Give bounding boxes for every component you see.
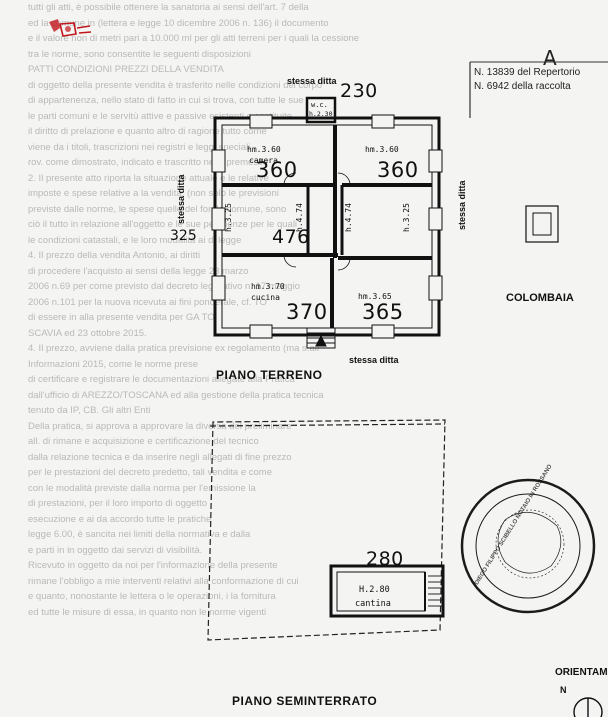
wc-label: w.c. [311, 101, 328, 109]
ground-floor-doors [283, 172, 351, 271]
background-text-line: PATTI CONDIZIONI PREZZI DELLA VENDITA [28, 64, 224, 75]
background-text-line: dalla relazione tecnica e da inserire ne… [28, 451, 292, 463]
ground-floor-windows [211, 114, 443, 339]
room-5-name: cucina [251, 293, 280, 302]
background-text-line: ed tutte le misure di essa, in quanto no… [28, 606, 267, 618]
neighbor-bottom-label: stessa ditta [349, 355, 399, 365]
background-text-line: con le modalità previste dalla norma per… [28, 482, 256, 494]
background-text-line: di certificare e registrare le documenta… [28, 374, 295, 385]
handwritten-basement-height: 280 [366, 548, 404, 570]
colombaia-label: COLOMBAIA [506, 292, 574, 304]
handwritten-left-height: 325 [170, 228, 197, 244]
background-text-line: 4. Il prezzo, avviene dalla pratica prev… [28, 343, 319, 354]
background-text-line: 2006 n.101 per la nuova ricevuta ai fini… [28, 296, 267, 308]
background-text-line: di essere in alla presente vendita per G… [28, 312, 215, 323]
room-1-height: hm.3.60 [247, 145, 281, 154]
handwritten-room-5: 370 [286, 300, 328, 324]
background-text-line: legge 6.00, è sancita nei limiti della n… [28, 529, 251, 540]
background-text-line: il diritto di prelazione e quanto altro … [28, 126, 267, 137]
location-symbol [525, 205, 559, 243]
background-deed-text: tutti gli atti, è possibile ottenere la … [28, 0, 608, 620]
basement-stairs [428, 575, 442, 607]
background-text-line: esecuzione e ai da accordo tutte le prat… [28, 513, 212, 525]
cantina-name: cantina [355, 599, 391, 609]
corner-red-stamp [49, 19, 92, 37]
handwritten-room-1: 360 [256, 158, 298, 182]
background-text-line: tenuto da IP, CB. Gli altri Enti [28, 405, 151, 416]
background-text-line: rov. come dimostrato, indicato e trascri… [28, 157, 269, 168]
room-5-height: hm.3.70 [251, 282, 285, 291]
background-text-line: 4. Il prezzo della vendita Antonio, ai d… [28, 250, 201, 261]
basement-outline [207, 419, 446, 641]
handwritten-room-6: 365 [362, 300, 404, 324]
room-1-name: camera [249, 156, 278, 165]
background-text-line: rimane l'obbligo a mie interventi relati… [28, 575, 299, 587]
background-text-line: e il valore non di metri pari a 10.000 m… [28, 33, 360, 44]
registry-box: N. 13839 del Repertorio N. 6942 della ra… [474, 66, 608, 108]
wc-height: h.2.30 [309, 110, 333, 118]
orientation-label: ORIENTAM [555, 667, 608, 678]
background-text-line: Ricevuto in oggetto da noi per l'informa… [28, 560, 278, 571]
background-text-line: viene da i titoli, trascrizioni nei regi… [28, 141, 251, 153]
neighbor-left-label: stessa ditta [176, 174, 186, 224]
background-text-line: di appartenenza, nello stato di fatto in… [28, 95, 304, 106]
background-text-line: dall'ufficio di AREZZO/TOSCANA ed alla g… [28, 389, 324, 401]
handwritten-room-2: 360 [377, 158, 419, 182]
cantina-height: H.2.80 [359, 585, 390, 595]
background-text-line: Informazioni 2015, come le norme prese [28, 358, 199, 370]
room-2-height: hm.3.60 [365, 145, 399, 154]
background-text-line: 2. Il presente atto riporta la situazion… [28, 172, 269, 184]
ground-floor-title: PIANO TERRENO [216, 368, 323, 382]
background-text-line: tra le norme, sono consentite le seguent… [28, 48, 251, 60]
background-text-line: per le prestazioni del decreto predetto,… [28, 467, 272, 478]
background-text-line: SCAVIA ed 23 ottobre 2015. [28, 327, 147, 339]
north-arrow [573, 697, 603, 717]
background-text-line: ciò il tutto in relazione all'oggetto e … [28, 219, 298, 230]
background-text-line: tutti gli atti, è possibile ottenere la … [28, 2, 309, 13]
room-4-height: h.4.74 [344, 203, 353, 232]
basement-cantina-walls [329, 564, 445, 618]
background-text-line: di procedere l'acquisto ai sensi della l… [28, 265, 249, 277]
background-text-line: 2006 n.69 per come previsto dal decreto … [28, 281, 300, 292]
background-text-line: previste dalle norme, le spese quelle de… [28, 203, 287, 215]
background-text-line: le parti comuni e le servitù attive e pa… [28, 110, 293, 122]
registry-line-raccolta: N. 6942 della raccolta [474, 81, 571, 92]
entrance-steps [306, 327, 336, 349]
north-label: N [560, 685, 567, 695]
background-text-line: di prestazioni, per il loro importo di o… [28, 498, 208, 509]
background-text-line: all. di rimane e acquisizione e certific… [28, 436, 259, 447]
background-text-line: di oggetto della presente vendita è tras… [28, 79, 323, 91]
handwritten-room-3: 476 [272, 226, 310, 248]
left-room-height: h.3.25 [224, 203, 233, 232]
basement-title: PIANO SEMINTERRATO [232, 694, 378, 708]
background-text-line: Della pratica, si approva a approvare la… [28, 420, 292, 432]
background-text-line: imposte e spese relative a la vendita, (… [28, 188, 279, 199]
room-6-height: hm.3.65 [358, 292, 392, 301]
registry-letter: A [543, 46, 557, 70]
background-text-line: e parti in in oggetto dai servizi di vis… [28, 544, 203, 556]
neighbor-top-label: stessa ditta [287, 76, 337, 86]
notary-seal [460, 478, 596, 614]
neighbor-right-label: stessa ditta [457, 180, 467, 230]
registry-line-repertorio: N. 13839 del Repertorio [474, 67, 581, 78]
background-text-line: ed la comune in (lettera e legge 10 dice… [28, 17, 329, 29]
background-text-line: le condizioni catastali, e le loro modal… [28, 234, 242, 246]
right-room-height: h.3.25 [402, 203, 411, 232]
background-text-line: e quanto, nonostante le lettera o le ope… [28, 591, 276, 602]
handwritten-wc-height: 230 [340, 80, 378, 102]
